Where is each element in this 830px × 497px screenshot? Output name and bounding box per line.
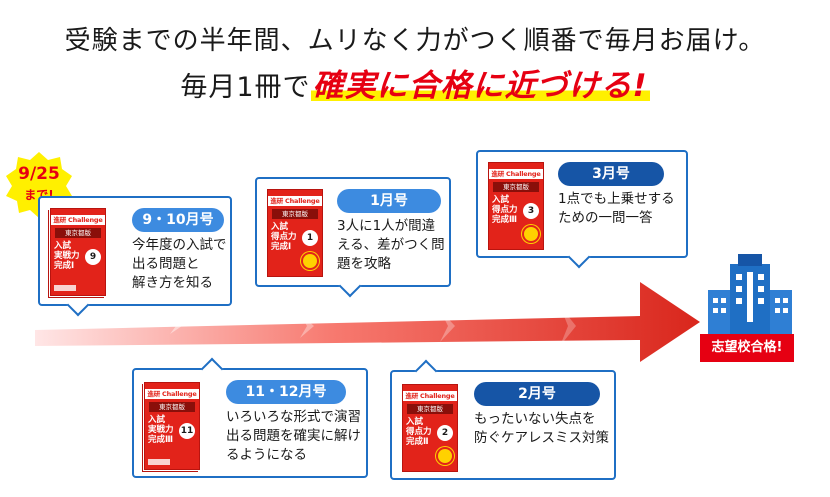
book-footer <box>148 459 170 465</box>
card-desc: いろいろな形式で演習出る問題を確実に解けるようになる <box>226 409 361 463</box>
month-pill: 1月号 <box>337 189 441 213</box>
headline-line1: 受験までの半年間、ムリなく力がつく順番で毎月お届け。 <box>64 26 766 56</box>
book-title: 入試得点力完成Ⅱ <box>406 417 432 447</box>
book-number: 11 <box>179 423 195 439</box>
book-title: 入試実戦力完成Ⅲ <box>148 415 174 445</box>
book-title: 入試得点力完成Ⅲ <box>492 195 518 225</box>
book-cover: 進研 Challenge 東京都版 入試得点力完成Ⅱ 2 <box>402 384 458 472</box>
school-building-icon <box>708 254 792 340</box>
goal-label: 志望校合格! <box>700 334 794 362</box>
headline-line2: 毎月1冊で確実に合格に近づける! <box>0 60 830 105</box>
deadline-date: 9/25 <box>18 164 60 184</box>
book-region: 東京都版 <box>407 404 453 414</box>
card-mar: 進研 Challenge 東京都版 入試得点力完成Ⅲ 3 3月号 1点でも上乗せ… <box>476 150 688 269</box>
book-brand: 進研 Challenge <box>51 215 105 225</box>
month-pill: 3月号 <box>558 162 664 186</box>
book-title: 入試得点力完成Ⅰ <box>271 222 297 252</box>
flower-icon <box>438 449 452 463</box>
card-jan: 進研 Challenge 東京都版 入試得点力完成Ⅰ 1 1月号 3人に1人が間… <box>255 177 451 298</box>
flower-icon <box>303 254 317 268</box>
book-region: 東京都版 <box>493 182 539 192</box>
headline-emphasis: 確実に合格に近づける! <box>310 68 650 104</box>
month-pill: 11・12月号 <box>226 380 346 404</box>
card-desc: もったいない失点を防ぐケアレスミス対策 <box>474 411 609 446</box>
book-region: 東京都版 <box>272 209 318 219</box>
flower-icon <box>524 227 538 241</box>
book-cover: 進研 Challenge 東京都版 入試実戦力完成Ⅲ 11 <box>144 382 200 470</box>
book-number: 3 <box>523 203 539 219</box>
book-number: 9 <box>85 249 101 265</box>
book-number: 1 <box>302 230 318 246</box>
book-number: 2 <box>437 425 453 441</box>
book-region: 東京都版 <box>149 402 195 412</box>
card-desc: 今年度の入試で出る問題と解き方を知る <box>132 237 227 291</box>
book-region: 東京都版 <box>55 228 101 238</box>
book-brand: 進研 Challenge <box>145 389 199 399</box>
book-brand: 進研 Challenge <box>403 391 457 401</box>
book-footer <box>54 285 76 291</box>
book-brand: 進研 Challenge <box>489 169 543 179</box>
book-cover: 進研 Challenge 東京都版 入試実戦力完成Ⅰ 9 <box>50 208 106 296</box>
book-cover: 進研 Challenge 東京都版 入試得点力完成Ⅲ 3 <box>488 162 544 250</box>
card-desc: 3人に1人が間違える、差がつく問題を攻略 <box>337 218 445 272</box>
headline-prefix: 毎月1冊で <box>180 72 311 103</box>
month-pill: 2月号 <box>474 382 600 406</box>
card-desc: 1点でも上乗せするための一問一答 <box>558 191 675 226</box>
card-feb: 進研 Challenge 東京都版 入試得点力完成Ⅱ 2 2月号 もったいない失… <box>390 359 616 480</box>
month-pill: 9・10月号 <box>132 208 224 232</box>
book-title: 入試実戦力完成Ⅰ <box>54 241 80 271</box>
book-brand: 進研 Challenge <box>268 196 322 206</box>
book-cover: 進研 Challenge 東京都版 入試得点力完成Ⅰ 1 <box>267 189 323 277</box>
